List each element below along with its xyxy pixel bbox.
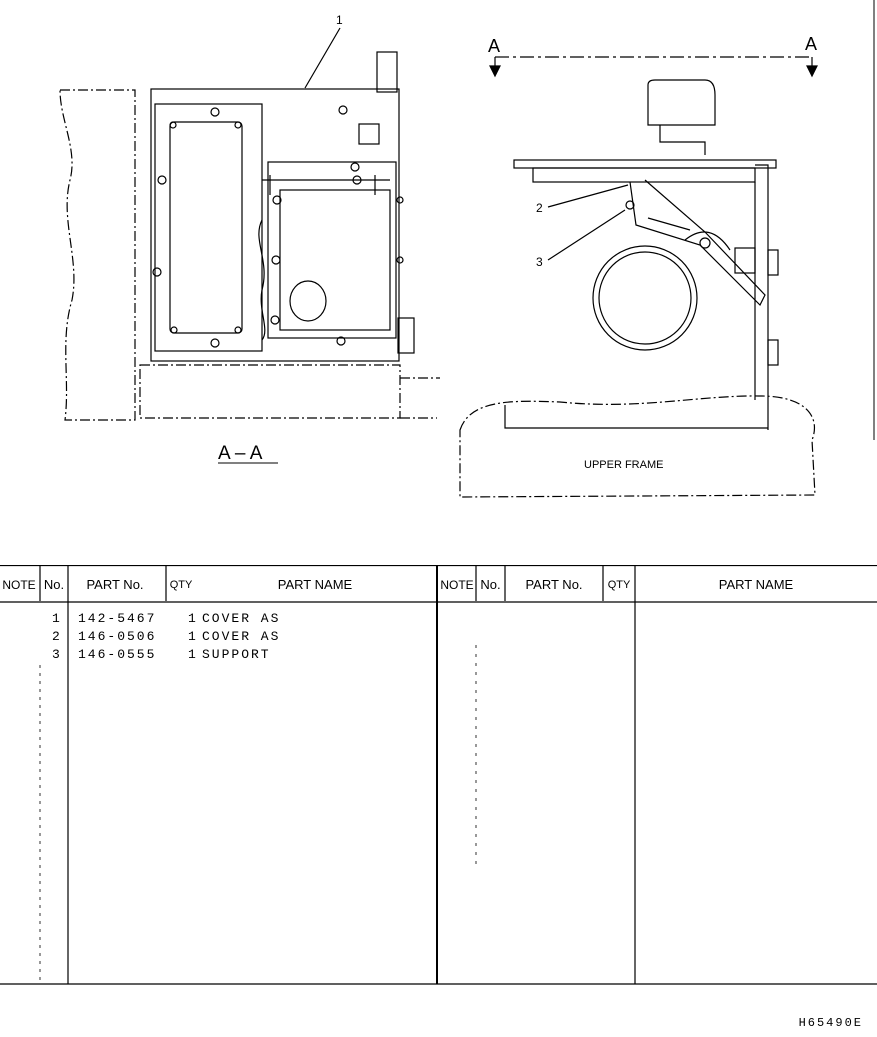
section-label: A – A [218,443,263,464]
table-row-2-qty: 1 [188,629,198,644]
left-cover-outline [150,51,415,362]
table-row-3-qty: 1 [188,647,198,662]
table-row-2-part-name: COVER AS [202,629,281,644]
drawing-code: H65490E [798,1016,863,1030]
table-row-2-no: 2 [52,629,62,644]
right-header-part-name: PART NAME [718,577,794,592]
right-view-outline [459,79,816,498]
table-row-3-part-name: SUPPORT [202,647,271,662]
left-adjacent-wall [59,89,440,421]
parts-table: NOTE No. PART No. QTY PART NAME NOTE No.… [0,565,877,985]
section-marker-line [489,56,818,78]
left-header-note: NOTE [2,578,36,592]
table-row-1-qty: 1 [188,611,198,626]
section-marker-right: A [805,34,817,54]
parts-drawing: 1 2 3 A A A – A UPPER FRAME [59,0,875,498]
left-header-no: No. [43,577,65,592]
callout-2: 2 [536,201,543,215]
left-view-bolts [152,105,404,348]
right-header-no: No. [480,577,501,592]
leader-line-1 [304,27,341,89]
left-header-part-no: PART No. [86,577,144,592]
left-header-qty: QTY [169,579,193,591]
table-row-1-part-name: COVER AS [202,611,281,626]
table-row-3-no: 3 [52,647,62,662]
table-row-1-part-no: 142-5467 [78,611,157,626]
right-header-qty: QTY [607,579,631,591]
right-header-part-no: PART No. [525,577,583,592]
upper-frame-label: UPPER FRAME [584,459,663,471]
left-header-part-name: PART NAME [277,577,353,592]
callout-1: 1 [336,13,343,27]
table-row-3-part-no: 146-0555 [78,647,157,662]
right-header-note: NOTE [440,578,474,592]
leader-line-2 [547,184,629,208]
leader-line-3 [547,209,626,261]
section-marker-left: A [488,36,500,56]
callout-3: 3 [536,255,543,269]
table-row-2-part-no: 146-0506 [78,629,157,644]
table-row-1-no: 1 [52,611,62,626]
table-grid [0,565,877,985]
